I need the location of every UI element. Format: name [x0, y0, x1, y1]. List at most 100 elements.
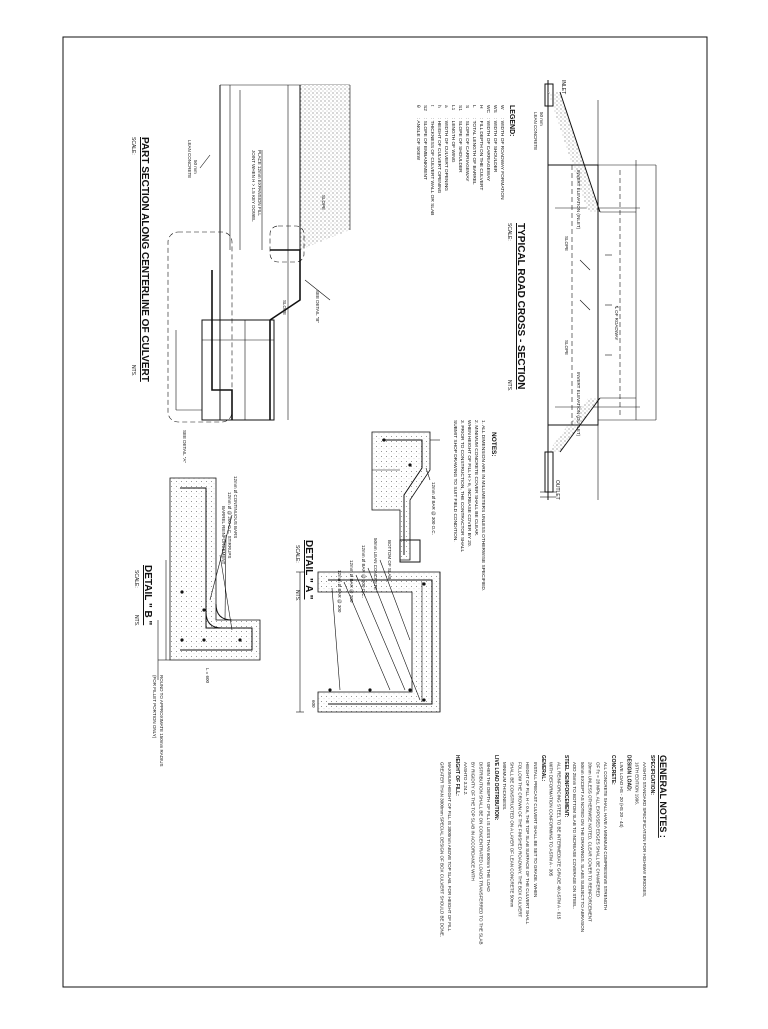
detail-b-scale-label: SCALE: — [133, 570, 139, 588]
general-notes-line: DISTRIBUTION SHALL BE ON CONCENTRATED LO… — [478, 762, 483, 944]
road-cross-section: INLET OUTLET INVERT ELEVATION (INLET) IN… — [506, 80, 657, 500]
legend-symbol: S1 — [457, 105, 463, 111]
general-notes-line: HEIGHT OF FILL H < 0.6, THE TOP SLAB SUR… — [525, 762, 530, 925]
general-notes-line: INSTALL PRECAST CULVERT SHALL BE SET TO … — [533, 762, 538, 897]
general-notes-line: OF f'c = 28 MPa. ALL EXPOSED EDGES SHALL… — [595, 762, 600, 898]
general-notes-line: LIVE LOAD HS - 20 (HS 20 - 44) — [619, 762, 624, 828]
general-notes-line: GREATER THAN 3000mm SPECIAL DESIGN OF BO… — [439, 762, 444, 937]
legend-symbol: L — [471, 105, 477, 108]
general-notes-heading: GENERAL: — [540, 755, 546, 781]
general-notes-heading: HEIGHT OF FILL: — [454, 755, 460, 796]
detail-a-label: 12mm Ø BAR @ 300 O.C. — [361, 545, 366, 598]
legend-symbol: h — [436, 105, 442, 108]
general-notes-line: AASHTO 3.24.2. — [463, 762, 468, 795]
see-detail-b-ref: SEE DETAIL "B" — [315, 290, 320, 323]
legend-item: : ANGLE OF SKEW — [415, 118, 421, 161]
legend-item: : THICKNESS OF CULVERT WALL OR SLAB — [429, 118, 435, 215]
general-notes-line: 20mm UNLESS OTHERWISE NOTED. CLEAR COVER… — [588, 762, 593, 922]
general-notes-heading: CONCRETE: — [610, 755, 616, 785]
legend-item: : SLOPE OF SHOULDER — [457, 118, 463, 173]
slope-label-2: SLOPE — [564, 340, 569, 355]
general-notes-line: ADD 25mm TO BOTTOM SLAB TO INCREASE COVE… — [572, 762, 577, 909]
note-item: SUBMIT SHOP DRAWING TO SUIT FIELD CONDIT… — [452, 420, 458, 542]
detail-b-round-note-1: ROUND TO APPROXIMATE 150mm RADIUS — [159, 675, 164, 767]
general-notes-title: GENERAL NOTES : — [658, 755, 668, 838]
note-item: 1. ALL DIMENSION ARE IN MILLIMETERS UNLE… — [480, 420, 486, 591]
legend-symbol: a — [443, 105, 448, 108]
inlet-label: INLET — [560, 80, 566, 94]
detail-a: 600 12mm Ø BAR @ 300 O.C. BOTTOM OF SLAB 5… — [294, 431, 441, 713]
detail-a-scale-label: SCALE: — [294, 545, 300, 563]
general-notes-line: 16TH EDITION 1996. — [634, 762, 639, 805]
roadway-centerline-label: ℄ OF ROADWAY — [614, 305, 619, 340]
legend-title: LEGEND: — [508, 105, 515, 137]
part-section-title: PART SECTION ALONG CENTERLINE OF CULVERT — [139, 137, 150, 382]
outlet-label: OUTLET — [554, 480, 560, 500]
slope-label-1: SLOPE — [564, 236, 569, 251]
sheet-border — [62, 36, 708, 988]
part-slope-label: SLOPE — [321, 195, 326, 210]
general-notes: GENERAL NOTES : SPECIFICATION:AASHTO STA… — [439, 755, 668, 944]
general-notes-line: ALL REINFORCING STEEL TO BE INTERMEDIATE… — [556, 762, 561, 920]
detail-a-label: 12mm Ø BAR @ 300 O.C. — [431, 482, 436, 535]
general-notes-line: 50mm EXCEPT AS NOTED ON THE DRAWINGS. SL… — [580, 762, 585, 932]
see-detail-a-ref: SEE DETAIL "A" — [182, 430, 187, 463]
detail-b-round-note-2: (FOR FILLET PORTION ONLY) — [152, 675, 157, 739]
part-lean-concrete: LEAN CONCRETE — [187, 140, 192, 178]
note-item: 2. MINIMUM CONCRETE COVER SHALL BE CLEAR… — [473, 420, 479, 536]
legend-item: : FILL DEPTH ON THE CULVERT — [478, 118, 484, 190]
general-notes-line: AASHTO STANDARD SPECIFICATION FOR HIGHWA… — [642, 762, 647, 897]
part-section-scale-label: SCALE: — [130, 137, 136, 155]
detail-a-label: 50mm LEAN CONCRETE — [373, 538, 378, 590]
part-section: SLOPE SLOPE SEE DETAIL "B" SEE DETAIL "A… — [130, 84, 351, 463]
part-lean-thickness: 50 mm — [193, 160, 198, 174]
part-section-scale-value: NTS. — [130, 365, 136, 376]
section-title: TYPICAL ROAD CROSS - SECTION — [515, 223, 526, 390]
legend-symbol: H — [478, 105, 484, 109]
detail-a-dimension: 600 — [311, 700, 316, 708]
general-notes-line: MINIMUM THICKNESS. — [502, 762, 507, 810]
legend-symbol: L1 — [450, 105, 456, 111]
section-scale-value: NTS. — [506, 380, 512, 391]
general-notes-line: SHALL BE CONSTRUCTED ON A LAYER OF LEAN … — [510, 762, 515, 908]
general-notes-heading: SPECIFICATION: — [649, 755, 655, 795]
legend-symbol: θ — [415, 105, 421, 108]
general-notes-heading: STEEL REINFORCEMENT: — [563, 755, 569, 817]
general-notes-line: FOLLOW THE CROWN OF THE FINISHED ROADWAY… — [517, 762, 522, 918]
general-notes-line: BY RIGIDITY OF THE TOP SLAB IN ACCORDANC… — [471, 762, 476, 881]
legend-item: : HEIGHT OF CULVERT OPENING — [436, 118, 442, 194]
general-notes-line: MAXIMUM HEIGHT OF FILL IS 3000mm ABOVE T… — [447, 762, 452, 932]
detail-a-scale-value: NTS. — [294, 590, 300, 601]
legend-item: : LENGTH OF WING — [450, 118, 456, 163]
section-lean-thickness: 50 mm — [539, 112, 544, 126]
legend-symbol: t — [429, 105, 435, 107]
section-scale-label: SCALE: — [506, 223, 512, 241]
detail-a-label: BOTTOM OF SLAB — [387, 540, 392, 579]
detail-b-label: 12mm Ø @ 200 O.C. STIRRUPS — [227, 492, 232, 558]
legend-symbol: WS — [492, 105, 498, 113]
general-notes-line: ALL CONCRETE SHALL HAVE A MINIMUM COMPRE… — [603, 762, 608, 910]
legend: LEGEND: W: WIDTH OF ROADWAY FORMATIONWS:… — [415, 105, 515, 215]
general-notes-heading: DESIGN LOAD: — [626, 755, 632, 792]
part-slope-label-2: SLOPE — [282, 300, 287, 315]
legend-symbol: S2 — [422, 105, 428, 111]
legend-item: : TOTAL LENGTH OF BARREL — [471, 118, 477, 185]
legend-item: : WIDTH OF SHOULDER — [492, 118, 498, 173]
general-notes-line: WITH DEFORMATION CONFORMING TO ASTM A - … — [549, 762, 554, 877]
note-item: WHEN HEIGHT OF FILL H > 6, INCREASE COVE… — [466, 420, 472, 547]
section-lean-concrete: LEAN CONCRETE — [533, 112, 538, 150]
detail-a-title: DETAIL " A " — [303, 540, 314, 600]
joint-note-1: PLACE 12mm EXPANSION FILL — [257, 150, 262, 216]
general-notes-line: WHEN THE DEPTH OF FILL IS LESS THAN 600m… — [486, 762, 491, 892]
legend-symbol: WC — [485, 105, 491, 114]
legend-item: : SLOPE OF CARRIAGEWAY — [464, 118, 470, 182]
detail-a-label: 12mm Ø BAR @ 200 — [349, 560, 354, 603]
general-notes-heading: LIVE LOAD DISTRIBUTION: — [493, 755, 499, 821]
joint-note-2: JOINT WHEN H > 1.5 KEY DOWEL — [251, 150, 256, 222]
invert-elevation-outlet: INVERT ELEVATION (OUTLET) — [576, 372, 581, 437]
detail-b-label: 12mm Ø CONTINUOUS BARS — [233, 476, 238, 538]
detail-b-dimension: L = 600 — [205, 668, 210, 683]
